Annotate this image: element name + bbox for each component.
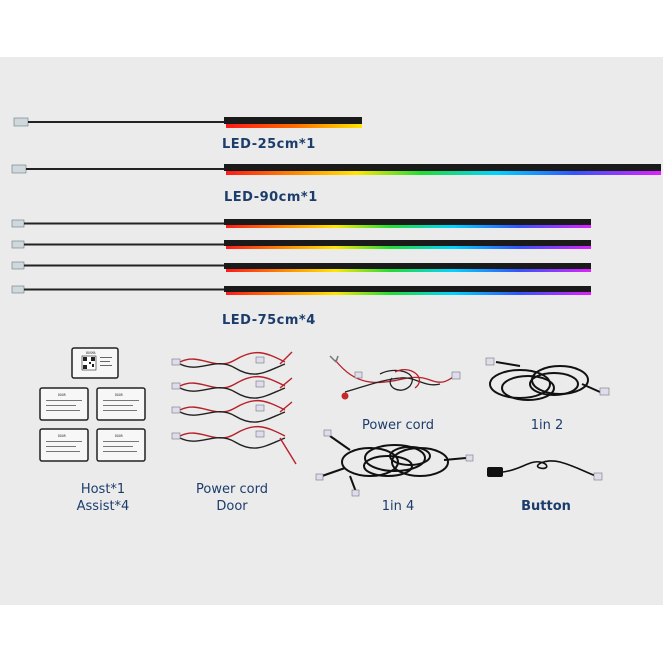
strip-body bbox=[224, 263, 591, 269]
led-strip-90cm bbox=[11, 164, 661, 175]
connector-icon bbox=[11, 219, 25, 228]
label-power-cord-door: Power cord Door bbox=[182, 481, 282, 515]
connector-icon bbox=[11, 164, 27, 174]
one-in-four-cable bbox=[315, 429, 474, 497]
led-strip-75cm-4 bbox=[11, 285, 591, 295]
product-panel bbox=[0, 57, 663, 605]
strip-body bbox=[224, 240, 591, 246]
button-switch-icon bbox=[487, 467, 503, 477]
strip-glow bbox=[226, 171, 661, 175]
connector-icon bbox=[11, 261, 25, 270]
connector-icon bbox=[11, 240, 25, 249]
cable bbox=[26, 168, 224, 170]
one-in-two-cable bbox=[485, 357, 610, 401]
door-power-cords bbox=[171, 351, 297, 465]
strip-body bbox=[224, 219, 591, 225]
button-accessory bbox=[487, 460, 603, 481]
cable bbox=[24, 222, 224, 225]
assist-box-1: DOOR bbox=[39, 387, 89, 421]
label-power-cord-door-line2: Door bbox=[216, 499, 248, 514]
label-1in4: 1in 4 bbox=[381, 499, 415, 514]
power-cord bbox=[329, 355, 461, 400]
led-strip-75cm-3 bbox=[11, 261, 591, 272]
assist-box-3: DOOR bbox=[39, 428, 89, 462]
assist-brand-text: DOOR bbox=[115, 393, 123, 397]
label-power-cord: Power cord bbox=[362, 418, 434, 433]
strip-body bbox=[224, 117, 362, 124]
assist-box-4: DOOR bbox=[96, 428, 146, 462]
led-strip-25cm bbox=[13, 117, 362, 128]
strip-body bbox=[224, 286, 591, 292]
label-led-90cm: LED-90cm*1 bbox=[224, 190, 318, 205]
label-1in2: 1in 2 bbox=[530, 418, 564, 433]
cable bbox=[24, 243, 224, 246]
assist-brand-text: DOOR bbox=[58, 434, 66, 438]
qr-code-pattern bbox=[83, 357, 95, 369]
button-cable bbox=[502, 460, 597, 477]
host-brand-text: BOSMA bbox=[86, 351, 96, 355]
label-led-75cm: LED-75cm*4 bbox=[222, 313, 316, 328]
strip-glow bbox=[226, 269, 591, 272]
cable bbox=[24, 288, 224, 291]
label-led-25cm: LED-25cm*1 bbox=[222, 137, 316, 152]
connector-icon bbox=[593, 472, 603, 481]
label-power-cord-door-line1: Power cord bbox=[196, 482, 268, 497]
label-host-assist: Host*1 Assist*4 bbox=[58, 481, 148, 515]
led-strip-75cm-2 bbox=[11, 240, 591, 249]
assist-brand-text: DOOR bbox=[115, 434, 123, 438]
strip-glow bbox=[226, 246, 591, 249]
led-strip-75cm-1 bbox=[11, 219, 591, 228]
assist-brand-text: DOOR bbox=[58, 393, 66, 397]
label-host: Host*1 bbox=[80, 482, 126, 497]
strip-body bbox=[224, 164, 661, 171]
label-button: Button bbox=[521, 499, 571, 514]
label-assist: Assist*4 bbox=[76, 499, 130, 514]
assist-box-2: DOOR bbox=[96, 387, 146, 421]
strip-glow bbox=[226, 225, 591, 228]
strip-glow bbox=[226, 124, 362, 128]
strip-glow bbox=[226, 292, 591, 295]
cable bbox=[24, 264, 224, 267]
connector-icon bbox=[13, 117, 29, 127]
host-controller-box: BOSMA bbox=[71, 347, 119, 379]
connector-icon bbox=[11, 285, 25, 294]
cable bbox=[28, 121, 224, 123]
